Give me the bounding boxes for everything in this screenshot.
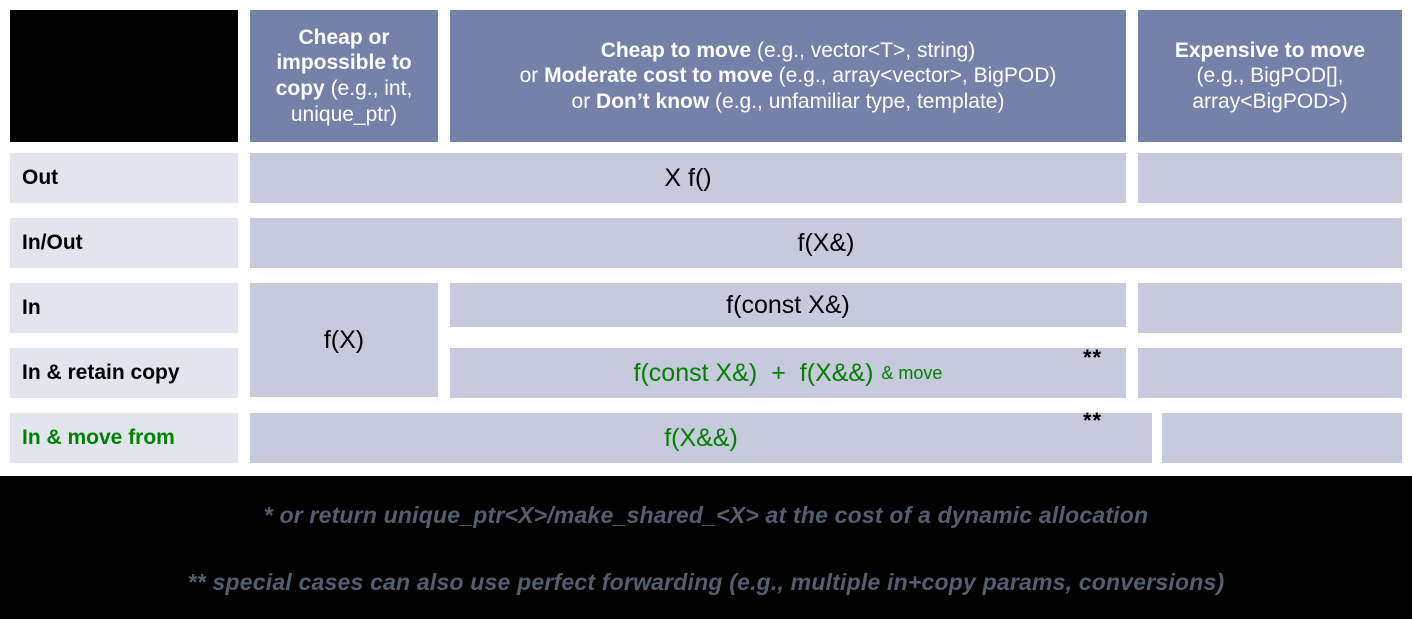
cell-in-const-ref: f(const X&) [450,283,1126,327]
column-header-line-1: Expensive to move [1146,38,1394,64]
column-header-strong-text: Expensive to move [1174,38,1366,62]
cell-text-part-2-suffix: & move [881,362,943,383]
column-header-line-3: or Don’t know (e.g., unfamiliar type, te… [520,89,1057,115]
cell-text-plus: + [771,358,786,387]
column-header-conjunction: or [571,89,597,113]
cell-in-move-from-expensive-to-move [1162,413,1402,463]
row-label-out: Out [10,153,238,203]
row-label-in-move-from: In & move from [10,413,238,463]
footnote-single-asterisk: * or return unique_ptr<X>/make_shared_<X… [263,502,1149,528]
cell-text: f(X) [323,325,365,354]
column-header-conjunction: or [519,64,545,88]
cell-in-out-nonconst-ref: f(X&) [250,218,1402,268]
column-header-example-text: (e.g., array<vector>, BigPOD) [772,64,1057,88]
row-label-text: In [22,296,41,319]
column-header-example-text: (e.g., vector<T>, string) [751,38,976,62]
cell-text-part-2: f(X&&) [799,358,874,387]
column-header-example-text: (e.g., BigPOD[], array<BigPOD>) [1192,64,1348,113]
footnote-marker-move-from: ** [1083,408,1103,433]
row-label-text: In & move from [22,426,175,449]
cell-text: f(X&&) [664,423,738,452]
cell-in-move-from-rvalue-ref: f(X&&) [250,413,1152,463]
cell-out-return-by-value: X f() [250,153,1126,203]
footnote-double-asterisk: ** special cases can also use perfect fo… [187,569,1225,595]
row-label-in: In [10,283,238,333]
cell-out-expensive-to-move-blank [1138,153,1402,203]
column-header-example-text: (e.g., int, unique_ptr) [290,77,413,126]
column-header-line-1: Cheap to move (e.g., vector<T>, string) [520,38,1057,64]
column-header-expensive-to-move: Expensive to move (e.g., BigPOD[], array… [1138,10,1402,142]
cell-text: f(const X&) [726,290,850,319]
row-label-text: Out [22,166,59,189]
row-label-text: In & retain copy [22,361,180,384]
cell-in-retain-copy-expensive-to-move [1138,348,1402,398]
row-label-in-out: In/Out [10,218,238,268]
column-header-cheap-to-move: Cheap to move (e.g., vector<T>, string) … [450,10,1126,142]
footnote-marker-retain-copy: ** [1083,345,1103,370]
footnotes-band: * or return unique_ptr<X>/make_shared_<X… [0,476,1412,619]
cell-text-part-1: f(const X&) [633,358,758,387]
row-label-text: In/Out [22,231,83,254]
column-header-strong-text: Cheap to move [600,38,752,62]
cell-in-expensive-to-move [1138,283,1402,333]
column-header-strong-text: Moderate cost to move [544,64,773,88]
column-header-strong-text: Cheap or impossible to copy [275,25,412,100]
cell-in-retain-copy-overloads: f(const X&) + f(X&&) & move [450,348,1126,398]
cell-in-by-value: f(X) [250,283,438,397]
column-header-cheap-or-impossible-to-copy: Cheap or impossible to copy (e.g., int, … [250,10,438,142]
column-header-example-text: (e.g., unfamiliar type, template) [709,89,1005,113]
cell-text: f(X&) [797,228,855,257]
cell-text: X f() [664,163,712,192]
column-header-strong-text: Don’t know [596,89,710,113]
row-label-in-retain-copy: In & retain copy [10,348,238,398]
header-corner-blank [10,10,238,142]
column-header-line-2: or Moderate cost to move (e.g., array<ve… [520,63,1057,89]
